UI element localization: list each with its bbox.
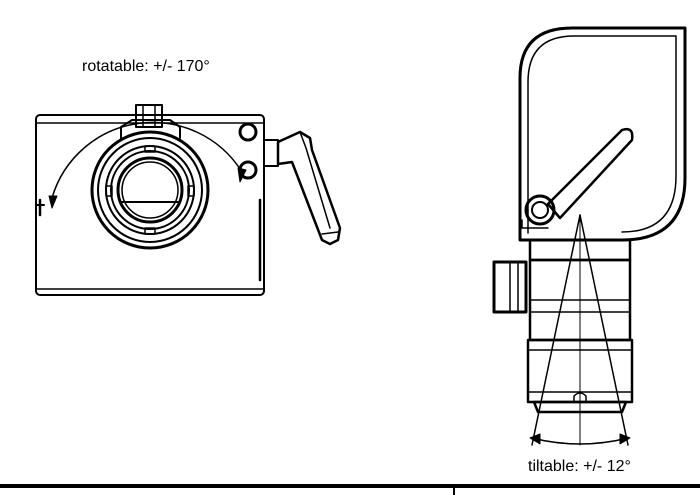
side-tilt-lever — [546, 127, 634, 220]
front-clamp-lever — [276, 130, 342, 246]
bottom-divider-tick — [453, 484, 455, 495]
front-lens-window — [116, 156, 184, 224]
rotation-arc — [48, 121, 247, 209]
side-lens-cap — [532, 400, 628, 414]
tilt-label: tiltable: +/- 12° — [528, 458, 631, 475]
tilt-arc — [531, 437, 629, 445]
front-clamp-block — [263, 139, 279, 167]
rotation-label: rotatable: +/- 170° — [82, 58, 210, 75]
front-housing-outline — [35, 114, 265, 296]
tilt-arrow-left — [529, 433, 541, 445]
side-housing-outline — [518, 26, 687, 242]
bottom-divider — [0, 484, 700, 488]
side-view-camera — [492, 26, 687, 414]
rotation-arrow-right — [237, 167, 247, 183]
tilt-arrow-right — [619, 433, 631, 445]
front-view-camera — [35, 104, 342, 296]
front-mount-plate — [120, 119, 181, 139]
side-lever-pivot — [524, 194, 556, 226]
front-mount-block — [135, 104, 163, 128]
front-side-knob-upper — [238, 122, 258, 142]
front-lens-outer-ring — [90, 130, 210, 250]
tilt-angle-lines — [529, 214, 631, 446]
rotation-arrow-left — [48, 195, 58, 209]
